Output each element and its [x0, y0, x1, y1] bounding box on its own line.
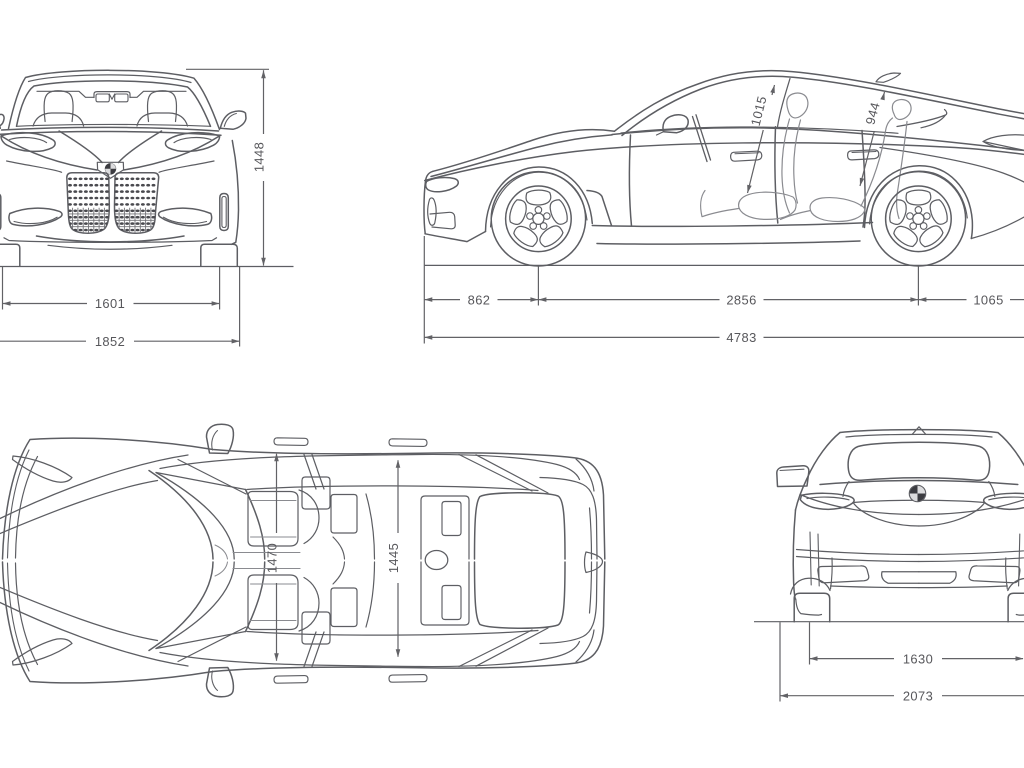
- svg-text:1065: 1065: [973, 292, 1003, 307]
- svg-text:862: 862: [468, 292, 491, 307]
- svg-text:1015: 1015: [748, 94, 770, 127]
- svg-text:1445: 1445: [386, 543, 401, 573]
- svg-text:2073: 2073: [903, 688, 933, 703]
- svg-text:1601: 1601: [95, 296, 125, 311]
- svg-text:4783: 4783: [726, 330, 756, 345]
- svg-text:944: 944: [862, 100, 882, 126]
- svg-text:1470: 1470: [265, 543, 280, 573]
- svg-text:2856: 2856: [726, 292, 756, 307]
- svg-text:1852: 1852: [95, 334, 125, 349]
- svg-text:1630: 1630: [903, 651, 933, 666]
- svg-text:1448: 1448: [252, 142, 267, 172]
